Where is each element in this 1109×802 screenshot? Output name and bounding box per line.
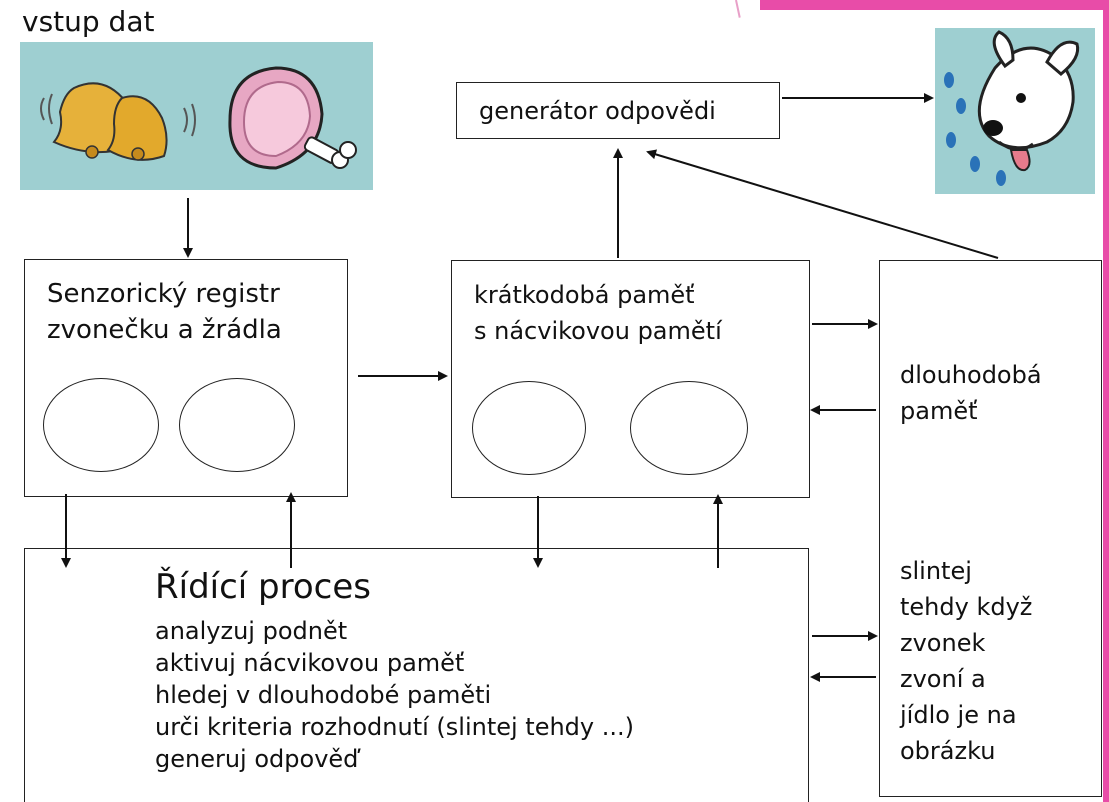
slide-accent-top [760, 0, 1109, 10]
long-term-memory-rule: slintej tehdy když zvonek zvoní a jídlo … [900, 557, 1033, 765]
dog-panel [935, 28, 1095, 194]
sensory-register-box: Senzorický registr zvonečku a žrádla [24, 259, 348, 497]
control-step-1: analyzuj podnět [155, 617, 348, 645]
control-step-2: aktivuj nácvikovou paměť [155, 649, 465, 677]
response-generator-box: generátor odpovědi [456, 82, 780, 139]
short-term-memory-title: krátkodobá paměť s nácvikovou pamětí [474, 281, 722, 345]
long-term-memory-box: dlouhodobá paměť slintej tehdy když zvon… [879, 260, 1102, 797]
control-step-5: generuj odpověď [155, 745, 359, 773]
bells-icon [40, 82, 196, 161]
sensory-circle-2 [179, 378, 295, 472]
dog-icon [944, 30, 1080, 186]
control-step-4: urči kriteria rozhodnutí (slintej tehdy … [155, 713, 634, 741]
sensory-register-title: Senzorický registr zvonečku a žrádla [47, 279, 282, 345]
stm-circle-2 [630, 381, 748, 475]
stm-circle-1 [472, 381, 586, 475]
input-label: vstup dat [22, 5, 155, 38]
long-term-memory-title: dlouhodobá paměť [900, 361, 1042, 425]
slide-accent-right [1103, 0, 1109, 802]
input-panel [20, 42, 373, 190]
ham-icon [228, 66, 357, 170]
short-term-memory-box: krátkodobá paměť s nácvikovou pamětí [451, 260, 810, 498]
control-process-box: Řídící proces analyzuj podnět aktivuj ná… [24, 548, 809, 802]
control-step-3: hledej v dlouhodobé paměti [155, 681, 492, 709]
response-generator-label: generátor odpovědi [479, 97, 716, 125]
control-process-title: Řídící proces [155, 567, 371, 607]
arrow-ltm-to-generator [646, 149, 999, 259]
sensory-circle-1 [43, 378, 159, 472]
